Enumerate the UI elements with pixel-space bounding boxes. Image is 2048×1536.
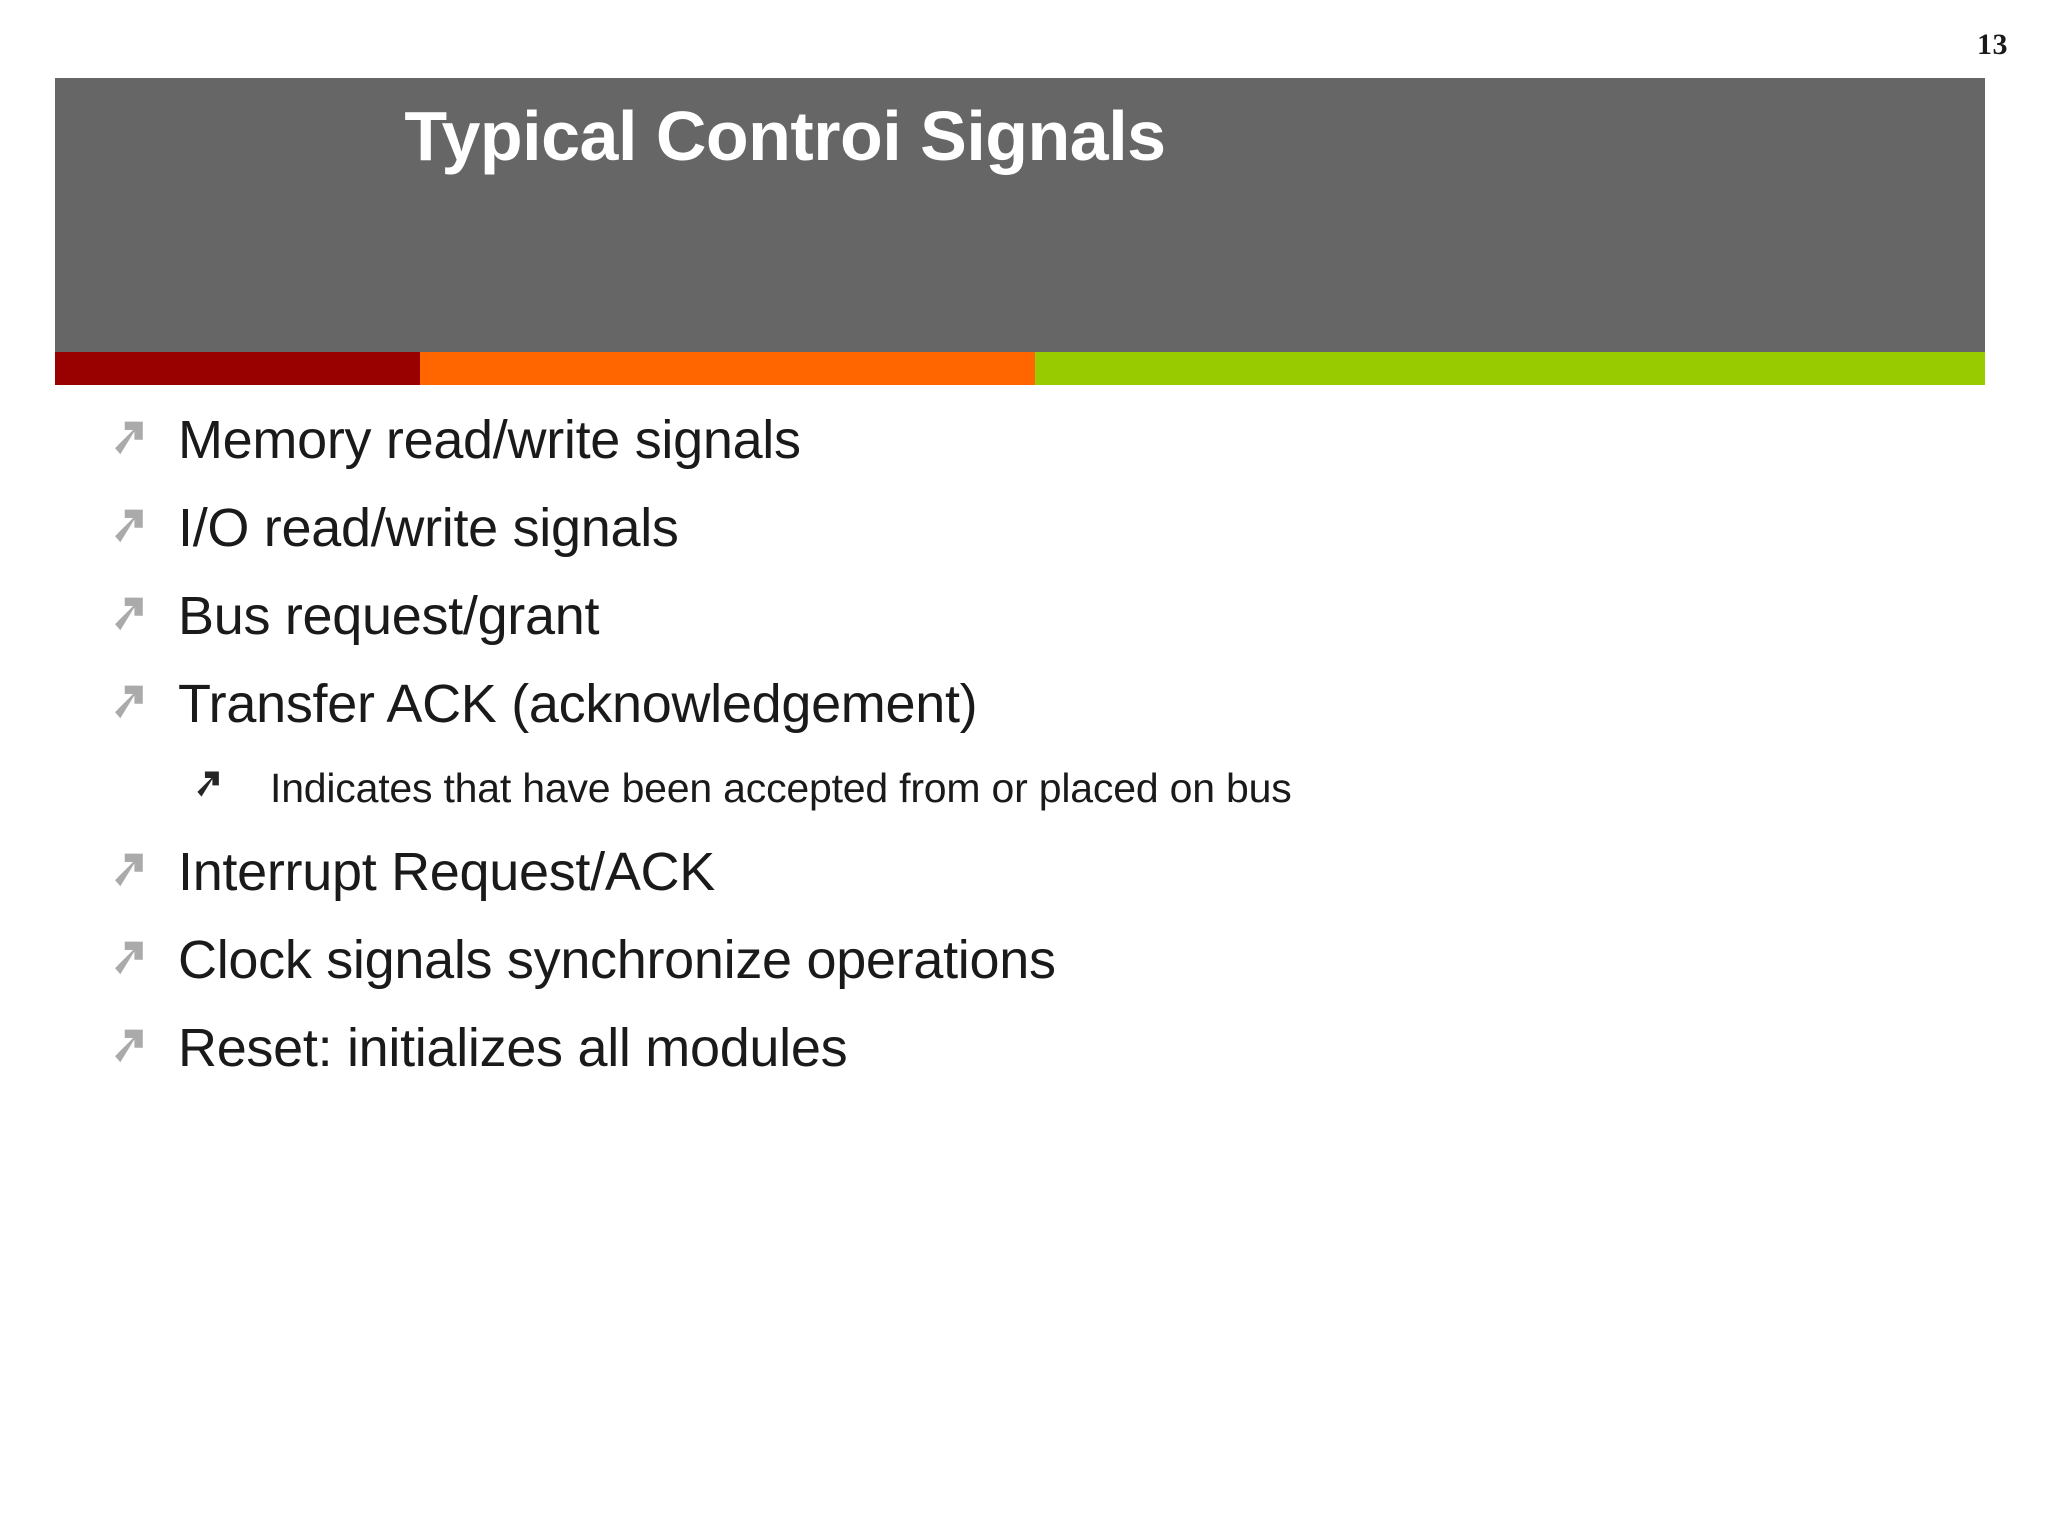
accent-stripe [55,352,1985,385]
bullet-item: Memory read/write signals [0,396,2048,484]
arrow-northeast-icon [108,660,178,720]
arrow-northeast-icon [108,828,178,888]
arrow-northeast-icon [108,396,178,456]
page-number: 13 [1977,28,2008,61]
accent-segment-orange [420,352,1035,385]
arrow-northeast-icon [108,572,178,632]
accent-segment-red [55,352,420,385]
bullet-item-label: Indicates that have been accepted from o… [270,765,1292,811]
bullet-item-label: Transfer ACK (acknowledgement) [178,674,978,734]
accent-segment-green [1035,352,1985,385]
arrow-northeast-icon [192,748,270,798]
bullet-item: Interrupt Request/ACK [0,828,2048,916]
bullet-item: Bus request/grant [0,572,2048,660]
title-band: Typical Controi Signals [55,78,1985,352]
bullet-item: Transfer ACK (acknowledgement) [0,660,2048,748]
arrow-northeast-icon [108,1004,178,1064]
bullet-item: Indicates that have been accepted from o… [0,748,2048,828]
bullet-item-label: Interrupt Request/ACK [178,842,715,902]
bullet-item-label: Bus request/grant [178,586,600,646]
arrow-northeast-icon [108,484,178,544]
bullet-item: Reset: initializes all modules [0,1004,2048,1092]
bullet-item-label: I/O read/write signals [178,498,679,558]
arrow-northeast-icon [108,916,178,976]
bullet-item-label: Clock signals synchronize operations [178,930,1056,990]
page-title: Typical Controi Signals [404,97,1166,175]
bullet-item-label: Reset: initializes all modules [178,1018,848,1078]
bullet-item: I/O read/write signals [0,484,2048,572]
bullet-item-label: Memory read/write signals [178,410,801,470]
bullet-item: Clock signals synchronize operations [0,916,2048,1004]
